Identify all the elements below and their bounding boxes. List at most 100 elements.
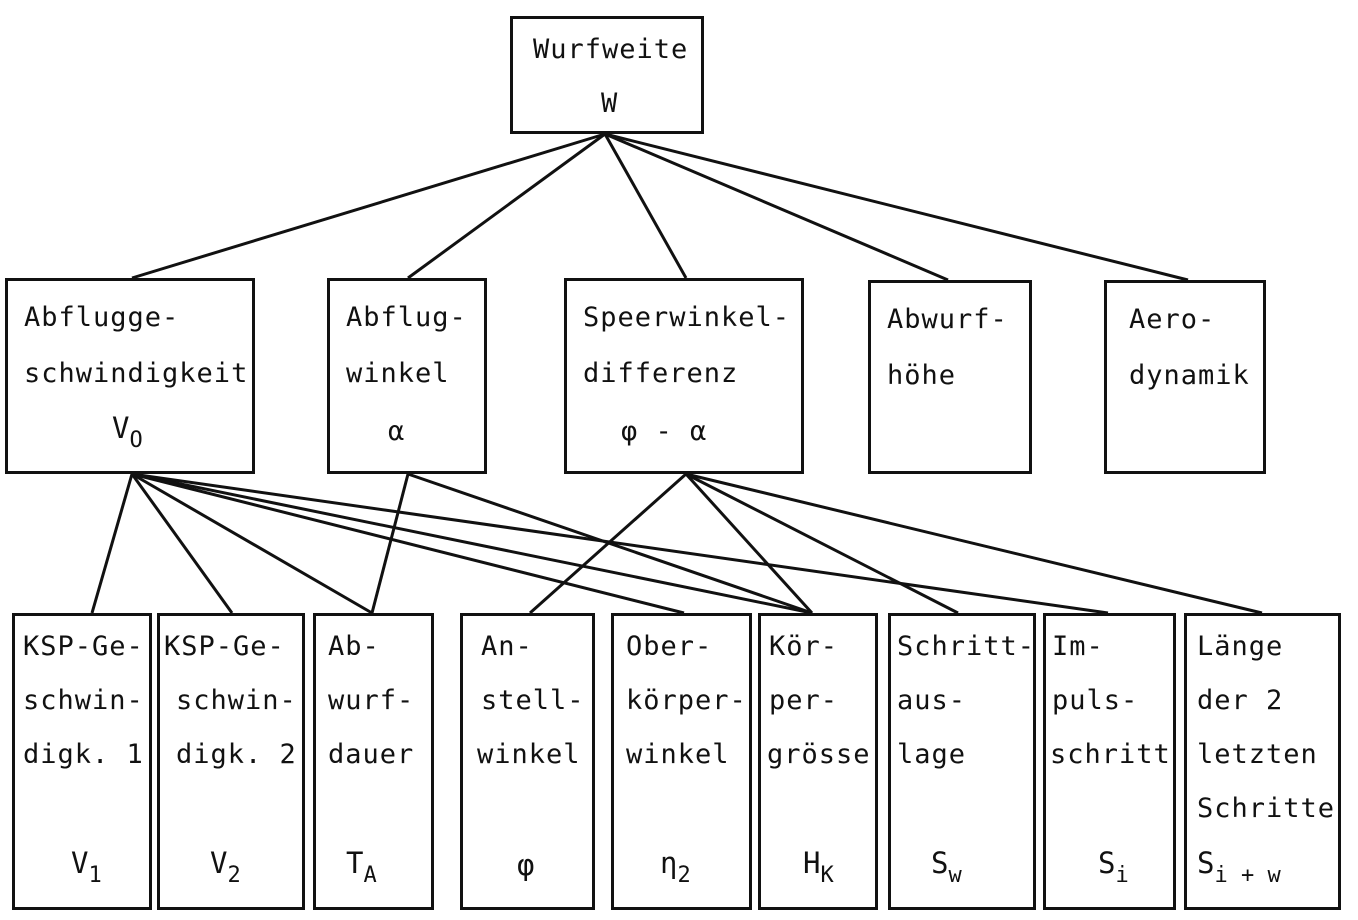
- node-abflugwinkel-line-2: winkel: [346, 358, 450, 389]
- node-abwurfdauer-symbol: TA: [346, 848, 377, 891]
- node-laenge-symbol: Si + w: [1197, 848, 1281, 891]
- edge-root-speerwinkeldifferenz: [603, 133, 688, 279]
- node-abwurfdauer-line-3: dauer: [328, 739, 415, 770]
- node-speerwinkeldifferenz-line-1: Speerwinkel-: [583, 302, 791, 333]
- symbol-subscript: i + w: [1214, 863, 1281, 888]
- node-koerpergroesse-line-1: Kör-: [769, 631, 839, 662]
- symbol-subscript: w: [948, 863, 962, 888]
- node-wurfweite-line-1: Wurfweite: [533, 34, 689, 65]
- node-oberkoerperwinkel-line-3: winkel: [626, 739, 730, 770]
- symbol-subscript: A: [363, 863, 377, 888]
- node-aerodynamik-line-2: dynamik: [1129, 360, 1250, 391]
- node-oberkoerperwinkel-symbol: η2: [660, 848, 691, 891]
- edge-abfluggeschwindigkeit-abwurfdauer: [131, 472, 373, 615]
- node-laenge-line-2: der 2: [1197, 685, 1284, 716]
- edge-speerwinkeldifferenz-schrittauslage: [685, 472, 959, 615]
- node-anstellwinkel-symbol: φ: [517, 850, 534, 893]
- edge-root-aerodynamik: [604, 132, 1189, 282]
- node-abfluggeschwindigkeit-symbol: VO: [112, 413, 143, 456]
- edge-abfluggeschwindigkeit-koerpergroesse: [131, 472, 813, 615]
- node-aerodynamik: Aero- dynamik: [1104, 280, 1266, 474]
- symbol-subscript: i: [1115, 863, 1129, 888]
- node-impulsschritt-line-1: Im-: [1052, 631, 1104, 662]
- symbol-letter: V: [112, 411, 130, 445]
- node-abflugwinkel: Abflug- winkel α: [327, 278, 487, 474]
- symbol-letter: η: [660, 846, 678, 880]
- node-impulsschritt-line-2: puls-: [1052, 685, 1139, 716]
- symbol-letter: H: [803, 846, 821, 880]
- node-abfluggeschwindigkeit-line-1: Abflugge-: [24, 302, 180, 333]
- node-speerwinkeldifferenz-line-2: differenz: [583, 358, 739, 389]
- node-wurfweite: Wurfweite W: [510, 16, 704, 134]
- edge-root-abflugwinkel: [407, 132, 606, 280]
- node-anstellwinkel: An- stell- winkel φ: [460, 613, 595, 910]
- node-ksp2-line-3: digk. 2: [176, 739, 297, 770]
- node-koerpergroesse: Kör- per- grösse HK: [758, 613, 878, 910]
- symbol-letter: V: [71, 846, 89, 880]
- node-ksp2: KSP-Ge- schwin- digk. 2 V2: [157, 613, 305, 910]
- node-oberkoerperwinkel: Ober- körper- winkel η2: [611, 613, 752, 910]
- symbol-letter: S: [1098, 846, 1116, 880]
- node-schrittauslage-symbol: Sw: [931, 848, 962, 891]
- symbol-letter: φ: [517, 848, 535, 882]
- node-schrittauslage-line-2: aus-: [897, 685, 967, 716]
- node-speerwinkeldifferenz: Speerwinkel- differenz φ - α: [564, 278, 804, 474]
- node-aerodynamik-line-1: Aero-: [1129, 304, 1216, 335]
- node-ksp2-line-2: schwin-: [176, 685, 297, 716]
- node-anstellwinkel-line-3: winkel: [477, 739, 581, 770]
- node-koerpergroesse-line-2: per-: [769, 685, 839, 716]
- node-ksp2-symbol: V2: [210, 848, 241, 891]
- node-laenge-letzte-schritte: Länge der 2 letzten Schritte Si + w: [1184, 613, 1341, 910]
- symbol-letter: V: [210, 846, 228, 880]
- edge-speerwinkeldifferenz-anstellwinkel: [529, 472, 687, 615]
- node-laenge-line-4: Schritte: [1197, 793, 1336, 824]
- node-speerwinkeldifferenz-line-3: φ - α: [621, 416, 708, 447]
- node-ksp1-symbol: V1: [71, 848, 102, 891]
- node-wurfweite-line-2: W: [601, 88, 619, 119]
- edge-root-abwurfhoehe: [604, 132, 949, 282]
- edge-abflugwinkel-abwurfdauer: [370, 473, 410, 614]
- node-laenge-line-3: letzten: [1197, 739, 1318, 770]
- node-impulsschritt-line-3: schritt: [1050, 739, 1171, 770]
- node-ksp2-line-1: KSP-Ge-: [164, 631, 285, 662]
- node-abwurfhoehe-line-2: höhe: [887, 360, 957, 391]
- node-anstellwinkel-line-2: stell-: [481, 685, 585, 716]
- symbol-letter: S: [931, 846, 949, 880]
- edge-abfluggeschwindigkeit-ksp2: [130, 473, 234, 614]
- node-abfluggeschwindigkeit-line-2: schwindigkeit: [24, 358, 249, 389]
- node-abwurfdauer-line-2: wurf-: [328, 685, 415, 716]
- symbol-subscript: 1: [88, 863, 102, 888]
- node-ksp1-line-1: KSP-Ge-: [23, 631, 144, 662]
- node-ksp1-line-3: digk. 1: [23, 739, 144, 770]
- node-ksp1: KSP-Ge- schwin- digk. 1 V1: [12, 613, 152, 910]
- node-schrittauslage: Schritt- aus- lage Sw: [888, 613, 1036, 910]
- edge-abfluggeschwindigkeit-impulsschritt: [131, 472, 1109, 615]
- edge-abfluggeschwindigkeit-ksp1: [90, 473, 134, 614]
- node-abwurfhoehe: Abwurf- höhe: [868, 280, 1032, 474]
- node-ksp1-line-2: schwin-: [23, 685, 144, 716]
- symbol-subscript: 2: [227, 863, 241, 888]
- symbol-letter: T: [346, 846, 364, 880]
- node-abflugwinkel-line-3: α: [388, 416, 406, 447]
- node-impulsschritt: Im- puls- schritt Si: [1043, 613, 1176, 910]
- node-koerpergroesse-symbol: HK: [803, 848, 834, 891]
- node-abfluggeschwindigkeit: Abflugge- schwindigkeit VO: [5, 278, 255, 474]
- node-oberkoerperwinkel-line-2: körper-: [626, 685, 747, 716]
- node-abwurfdauer: Ab- wurf- dauer TA: [313, 613, 434, 910]
- node-abflugwinkel-line-1: Abflug-: [346, 302, 467, 333]
- symbol-letter: S: [1197, 846, 1215, 880]
- node-impulsschritt-symbol: Si: [1098, 848, 1129, 891]
- symbol-subscript: K: [820, 863, 834, 888]
- edge-root-abfluggeschwindigkeit: [131, 132, 606, 280]
- node-schrittauslage-line-3: lage: [897, 739, 967, 770]
- node-anstellwinkel-line-1: An-: [481, 631, 533, 662]
- symbol-subscript: 2: [677, 863, 691, 888]
- node-oberkoerperwinkel-line-1: Ober-: [626, 631, 713, 662]
- node-abwurfdauer-line-1: Ab-: [328, 631, 380, 662]
- node-abwurfhoehe-line-1: Abwurf-: [887, 304, 1008, 335]
- edge-speerwinkeldifferenz-laenge: [685, 472, 1263, 615]
- node-schrittauslage-line-1: Schritt-: [897, 631, 1036, 662]
- node-koerpergroesse-line-3: grösse: [767, 739, 871, 770]
- node-laenge-line-1: Länge: [1197, 631, 1284, 662]
